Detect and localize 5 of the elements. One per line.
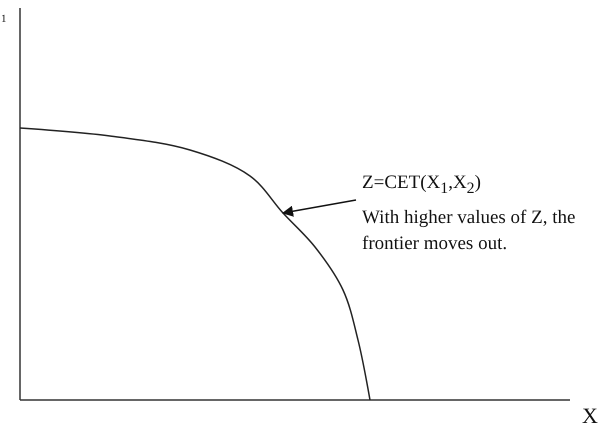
axis-label: 1 [1, 14, 6, 25]
leader-arrow [282, 199, 356, 217]
annotation-text: With higher values of Z, the frontier moves out. [362, 206, 576, 256]
curve-label: Z=CET(X$_{1}$,X$_{2}$) [362, 171, 482, 199]
axis-label: X [582, 405, 598, 427]
